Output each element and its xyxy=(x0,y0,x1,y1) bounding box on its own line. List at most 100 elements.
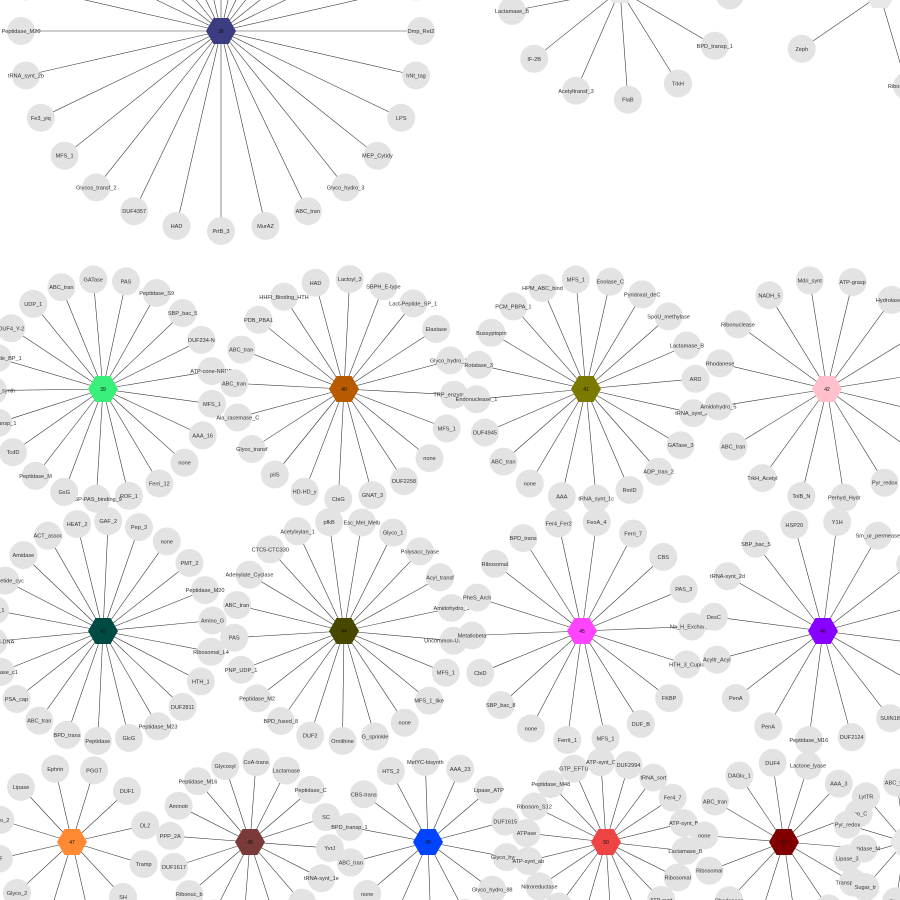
edge xyxy=(826,343,900,390)
leaf-node xyxy=(499,292,528,321)
edge xyxy=(826,281,853,390)
leaf-label: ATP-synt_ab xyxy=(512,859,544,865)
leaf-label: DUF4945 xyxy=(473,431,497,437)
edge xyxy=(494,563,583,632)
leaf-label: none xyxy=(398,721,410,727)
edge xyxy=(581,521,597,632)
leaf-label: Lactamase_B xyxy=(495,9,529,15)
leaf-label: BPD_fused_8 xyxy=(264,719,299,725)
leaf-label: tRNA_synt_2b xyxy=(8,74,44,80)
leaf-label: Peptidase_M20 xyxy=(186,588,225,594)
edge xyxy=(585,388,694,414)
hub-label: 47 xyxy=(69,840,75,846)
leaf-label: Enolase_C xyxy=(597,280,624,286)
edge xyxy=(176,30,222,227)
leaf-label: HTS_2 xyxy=(382,769,399,775)
edge xyxy=(5,580,104,632)
leaf-label: Ephrin xyxy=(47,767,63,773)
leaf-label: Peptidase_M23 xyxy=(139,724,178,730)
leaf-label: tRNA_sort xyxy=(640,776,666,782)
hub-label: 49 xyxy=(425,840,431,846)
leaf-label: Lipase xyxy=(13,785,29,791)
edge xyxy=(102,620,213,632)
leaf-label: DUF4 xyxy=(765,761,780,767)
leaf-label: ATPase xyxy=(517,831,536,837)
edge xyxy=(719,363,828,390)
leaf-label: DAGlu_1 xyxy=(728,774,751,780)
leaf-label: Metallobeta xyxy=(458,634,488,640)
leaf-label: Lact-Peptide_SP_1 xyxy=(389,302,437,308)
edge xyxy=(801,388,828,497)
edge xyxy=(513,306,587,390)
leaf-label: Hydrolase_4 xyxy=(876,298,900,304)
edge xyxy=(251,388,345,450)
leaf-node xyxy=(296,775,325,804)
leaf-label: AAA xyxy=(556,494,567,500)
edge xyxy=(581,626,692,632)
leaf-label: hNt_tag xyxy=(406,74,426,80)
leaf-label: Acyltr_Acyl xyxy=(703,658,731,664)
leaf-node xyxy=(415,444,444,473)
leaf-node xyxy=(615,476,644,504)
leaf-node xyxy=(0,657,15,686)
leaf-node xyxy=(547,482,576,511)
edge xyxy=(581,630,687,665)
leaf-label: MFS_1 xyxy=(438,426,456,432)
leaf-node xyxy=(536,770,565,799)
leaf-label: Peptidase_M48 xyxy=(531,782,570,788)
leaf-label: GATase xyxy=(84,277,103,283)
leaf-node xyxy=(120,197,149,226)
leaf-label: Mdri_synt xyxy=(798,278,823,284)
leaf-node xyxy=(50,141,79,170)
leaf-node xyxy=(673,331,701,360)
leaf-label: DUF2994 xyxy=(617,763,641,769)
edge xyxy=(735,630,824,699)
edge xyxy=(605,841,611,900)
leaf-label: Pyr_redox xyxy=(835,823,861,829)
edge xyxy=(12,388,104,453)
leaf-label: DUF2258 xyxy=(392,479,416,485)
leaf-label: RmlD xyxy=(623,488,637,494)
leaf-label: MFS_1 xyxy=(203,402,221,408)
edge xyxy=(575,279,587,390)
edge xyxy=(0,388,104,423)
edge xyxy=(274,388,345,475)
edge xyxy=(427,841,431,900)
edge xyxy=(220,30,417,76)
edge xyxy=(66,630,104,735)
leaf-label: Amidohydro_3 xyxy=(434,606,470,612)
edge xyxy=(801,0,874,50)
leaf-label: Glyco_hydro_3 xyxy=(327,185,365,191)
leaf-label: SBP_bac_8 xyxy=(486,703,516,709)
edge xyxy=(343,279,350,390)
edge xyxy=(309,630,345,736)
leaf-label: GTP_EFTU xyxy=(559,767,588,773)
leaf-label: LPS xyxy=(396,116,407,122)
edge xyxy=(280,630,345,722)
leaf-node xyxy=(512,819,541,848)
leaf-label: Elastase xyxy=(425,327,446,333)
leaf-label: ABC_tran xyxy=(27,719,51,725)
edge xyxy=(343,630,454,641)
edge xyxy=(794,524,824,632)
leaf-node xyxy=(706,349,734,378)
leaf-node xyxy=(715,886,744,900)
edge xyxy=(558,523,583,632)
leaf-node xyxy=(34,521,62,550)
leaf-label: Pep_3 xyxy=(131,525,147,531)
leaf-label: ATP-synt_C xyxy=(586,760,616,766)
leaf-node xyxy=(168,299,197,328)
leaf-label: PAS xyxy=(229,636,240,642)
leaf-node xyxy=(794,751,823,780)
leaf-label: Polysacc_lyase xyxy=(401,549,440,555)
edge xyxy=(102,541,168,632)
leaf-node xyxy=(152,527,181,556)
edge xyxy=(102,388,160,484)
leaf-node xyxy=(390,708,419,737)
edge xyxy=(237,388,345,418)
leaf-node xyxy=(758,748,787,777)
leaf-label: DUF1617 xyxy=(162,865,186,871)
leaf-label: G_sprinkle xyxy=(362,735,389,741)
leaf-node xyxy=(463,583,492,612)
leaf-node xyxy=(144,712,172,741)
